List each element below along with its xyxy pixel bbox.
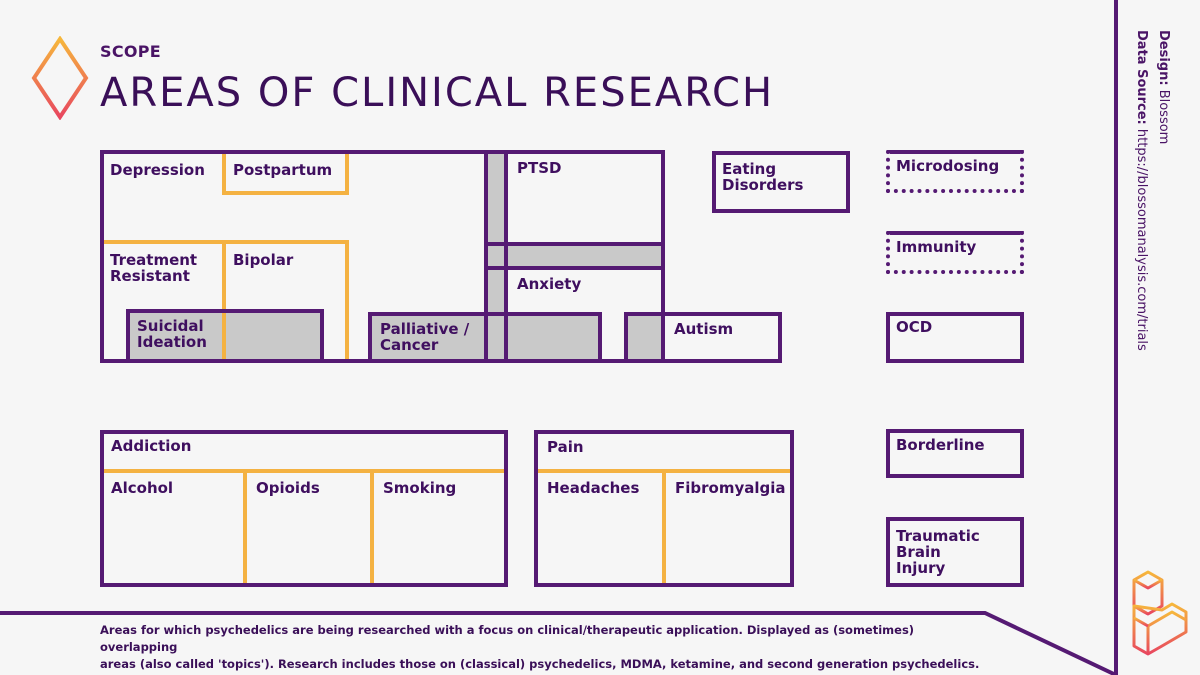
ocd-label: OCD: [896, 318, 933, 336]
immunity-label: Immunity: [896, 238, 977, 256]
page-title: AREAS OF CLINICAL RESEARCH: [100, 70, 775, 116]
ocd-box: [886, 312, 1024, 363]
tbi-box: [886, 517, 1024, 587]
addiction-box: [100, 430, 508, 587]
source-value[interactable]: https://blossomanalysis.com/trials: [1134, 128, 1149, 351]
eating-disorders-box: [712, 151, 850, 213]
pain-label: Pain: [547, 438, 584, 456]
ptsd-label: PTSD: [517, 159, 562, 177]
eating-disorders-label-2: Disorders: [722, 176, 804, 194]
tbi-label-1: Traumatic: [896, 527, 980, 545]
suicidal-ideation-label-2: Ideation: [137, 333, 207, 351]
opioids-label: Opioids: [256, 479, 320, 497]
depression-label: Depression: [110, 161, 205, 179]
source-label: Data Source:: [1134, 30, 1149, 125]
palliative-label-1: Palliative /: [380, 320, 470, 338]
caption: Areas for which psychedelics are being r…: [100, 622, 980, 673]
microdosing-box: [886, 150, 1024, 193]
borderline-box: [886, 429, 1024, 478]
pain-box: [534, 430, 794, 587]
ptsd-anxiety-overlap: [486, 244, 664, 268]
credits: Design: Blossom Data Source: https://blo…: [1130, 30, 1174, 351]
fibromyalgia-divider: [662, 471, 666, 585]
ptsd-inner-line: [504, 150, 508, 363]
eating-disorders-label-1: Eating: [722, 160, 777, 178]
caption-line-2: areas (also called 'topics'). Research i…: [100, 657, 980, 671]
anxiety-label: Anxiety: [517, 275, 582, 293]
alcohol-label: Alcohol: [111, 479, 174, 497]
headaches-label: Headaches: [547, 479, 640, 497]
treatment-resistant-label-2: Resistant: [110, 267, 190, 285]
postpartum-box: [222, 152, 349, 195]
immunity-box: [886, 231, 1024, 274]
opioids-divider: [243, 471, 247, 585]
design-label: Design:: [1156, 30, 1171, 86]
bipolar-divider: [222, 242, 226, 362]
section-eyebrow: SCOPE: [100, 42, 162, 61]
addiction-label: Addiction: [111, 437, 192, 455]
microdosing-label: Microdosing: [896, 157, 1000, 175]
tbi-label-2: Brain: [896, 543, 941, 561]
tbi-label-3: Injury: [896, 559, 946, 577]
postpartum-label: Postpartum: [233, 161, 333, 179]
smoking-divider: [370, 471, 374, 585]
fibromyalgia-label: Fibromyalgia: [675, 479, 786, 497]
diamond-logo-icon: [31, 36, 89, 120]
ptsd-box: [484, 150, 665, 246]
caption-line-1: Areas for which psychedelics are being r…: [100, 623, 915, 654]
blossom-b-logo-icon: [1132, 570, 1188, 656]
design-value: Blossom: [1156, 89, 1171, 145]
addiction-substances-box: [102, 469, 506, 585]
borderline-label: Borderline: [896, 436, 985, 454]
autism-label: Autism: [674, 320, 734, 338]
suicidal-ideation-label-1: Suicidal: [137, 317, 204, 335]
bipolar-label: Bipolar: [233, 251, 294, 269]
smoking-label: Smoking: [383, 479, 457, 497]
anxiety-inner-line: [484, 266, 665, 270]
bottom-baseline: [100, 359, 782, 363]
palliative-label-2: Cancer: [380, 336, 439, 354]
treatment-resistant-label-1: Treatment: [110, 251, 198, 269]
autism-overlap: [625, 313, 664, 362]
